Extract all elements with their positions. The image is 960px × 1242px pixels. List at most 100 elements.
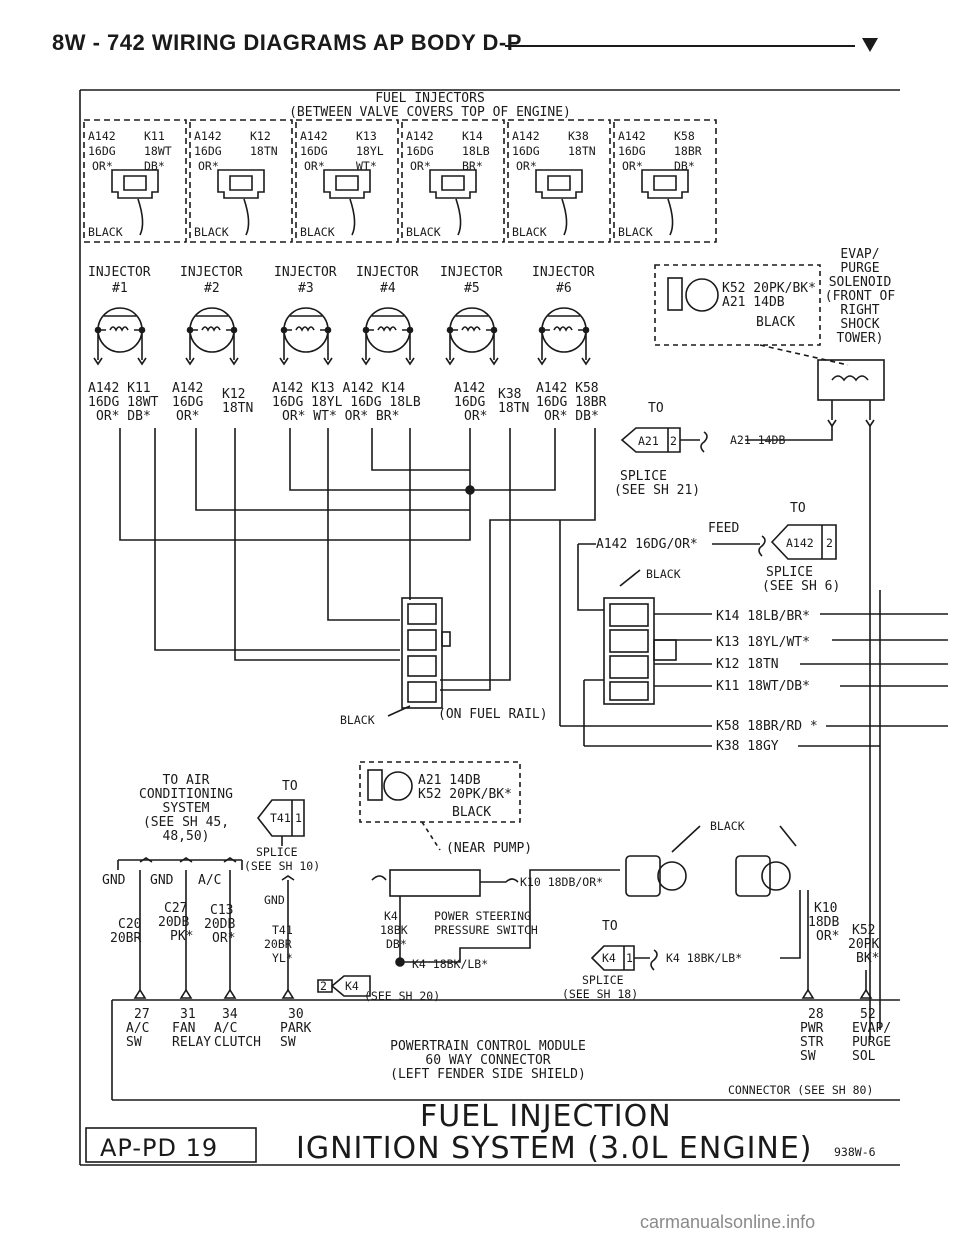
connector-wire-label: WT* [356, 159, 377, 173]
inj2-wire-label: 18TN [222, 401, 253, 416]
injector-3: INJECTOR#3 [274, 265, 337, 366]
pcm-terminal-icons [133, 988, 873, 999]
inj2-wire-label: A142 [172, 381, 203, 396]
injector-name: INJECTOR [180, 265, 243, 280]
k52-wire-2: BK* [856, 951, 879, 966]
k4-wire: K4 18BK/LB* [666, 951, 742, 965]
t41-connector [256, 799, 305, 837]
pcm-pin-desc: A/C [214, 1021, 237, 1036]
t41-wire [281, 836, 295, 990]
rail-wire-3: K11 18WT/DB* [716, 679, 810, 694]
pcm-box [111, 999, 900, 1101]
evap-connector-body [685, 278, 719, 312]
inj1-wire-label: A142 K11 [88, 381, 151, 396]
pss-conn-id: K4 [345, 979, 359, 993]
pcm-connector-right-body [761, 861, 791, 891]
inj34-wire-label: 16DG 18YL 16DG 18LB [272, 395, 421, 410]
pcm-pin-number: 28 [808, 1007, 824, 1022]
footer-title-2: IGNITION SYSTEM (3.0L ENGINE) [296, 1131, 813, 1166]
injector-coil-icon [553, 326, 573, 332]
pss-wire-top: K10 18DB/OR* [520, 875, 603, 889]
connector-pin-label: 16DG [300, 144, 328, 158]
connector-color: BLACK [88, 225, 123, 239]
k4-splice-see: (SEE SH 18) [562, 987, 638, 1001]
pcm-pin-number: 27 [134, 1007, 150, 1022]
pcm-pin-desc: SOL [852, 1049, 876, 1064]
injector-name: INJECTOR [274, 265, 337, 280]
connector-color: BLACK [406, 225, 441, 239]
pss-wire-db: DB* [386, 937, 407, 951]
pump-connector-body [383, 771, 413, 801]
connector-wire-label: 18WT [144, 144, 172, 158]
injector-number: #4 [380, 281, 396, 296]
feed-splice-see: (SEE SH 6) [762, 579, 840, 594]
connector-wire-label: 18LB [462, 144, 490, 158]
pss-wire-18bk: 18BK [380, 923, 408, 937]
pcm-pin-desc: SW [800, 1049, 816, 1064]
rail-wire-1: K13 18YL/WT* [716, 635, 810, 650]
inj34-wire-label: A142 K13 A142 K14 [272, 381, 405, 396]
connector-color: BLACK [618, 225, 653, 239]
injector-coil-icon [295, 326, 315, 332]
pcm-label-0: POWERTRAIN CONTROL MODULE [390, 1039, 586, 1054]
ac-label-4: 48,50) [163, 829, 210, 844]
connector-pin-label: OR* [92, 159, 113, 173]
evap-label-2: SOLENOID [829, 275, 892, 290]
feed-connector [770, 524, 837, 560]
leader-line [387, 705, 411, 717]
connector-pin-label: 16DG [406, 144, 434, 158]
connector-pin-label: OR* [516, 159, 537, 173]
pcm-pin-desc: PARK [280, 1021, 311, 1036]
evap-wire-k52: K52 20PK/BK* [722, 281, 816, 296]
a21-splice-label: SPLICE [620, 469, 667, 484]
pss-see-connector [317, 975, 371, 997]
injector-number: #1 [112, 281, 128, 296]
ac-pin-icons [139, 857, 237, 863]
ac-wire-c13: C13 [210, 903, 233, 918]
injector-4: INJECTOR#4 [356, 265, 419, 366]
t41-splice: SPLICE [256, 845, 298, 859]
right-wires [807, 890, 867, 990]
injector-coil-icon [461, 326, 481, 332]
pss-wire-bot: K4 18BK/LB* [412, 957, 488, 971]
injector-coil-icon [201, 326, 221, 332]
ac-wire-c27: C27 [164, 901, 187, 916]
connector-wire-label: BR* [462, 159, 483, 173]
ac-wire-c20: C20 [118, 917, 141, 932]
feed-label: FEED [708, 521, 739, 536]
feed-splice: SPLICE [766, 565, 813, 580]
connector-pin-label: A142 [512, 129, 540, 143]
ac-pin-gnd2: GND [150, 873, 174, 888]
ac-wires [139, 870, 231, 990]
header-triangle-icon [862, 38, 878, 52]
ac-wire-20db: 20DB [158, 915, 189, 930]
inj6-wire-label: OR* DB* [544, 409, 599, 424]
inj2-wire-label: K12 [222, 387, 245, 402]
connector-pin-label: A142 [406, 129, 434, 143]
pcm-pin-desc: EVAP/ [852, 1021, 891, 1036]
pcm-connector-right [735, 855, 771, 897]
inj6-wire-label: A142 K58 [536, 381, 599, 396]
injector-name: INJECTOR [440, 265, 503, 280]
pcm-pin-desc: SW [126, 1035, 142, 1050]
injector-5: INJECTOR#5 [440, 265, 503, 366]
solenoid-terminals [827, 400, 875, 428]
engine-harness-connector [603, 597, 677, 705]
feed-color: BLACK [646, 567, 681, 581]
pss-wire-k4: K4 [384, 909, 398, 923]
pcm-pin-number: 30 [288, 1007, 304, 1022]
pcm-pin-desc: RELAY [172, 1035, 211, 1050]
feed-pin: 2 [826, 536, 833, 550]
evap-label-4: RIGHT [840, 303, 879, 318]
connector-pin-label: A142 [88, 129, 116, 143]
pss-label-0: POWER STEERING [434, 909, 531, 923]
leader-line [671, 825, 797, 853]
t41-wire-1: 20BR [264, 937, 292, 951]
injector-1: INJECTOR#1 [88, 265, 151, 366]
ac-label-3: (SEE SH 45, [143, 815, 229, 830]
evap-connector-box [654, 264, 821, 346]
